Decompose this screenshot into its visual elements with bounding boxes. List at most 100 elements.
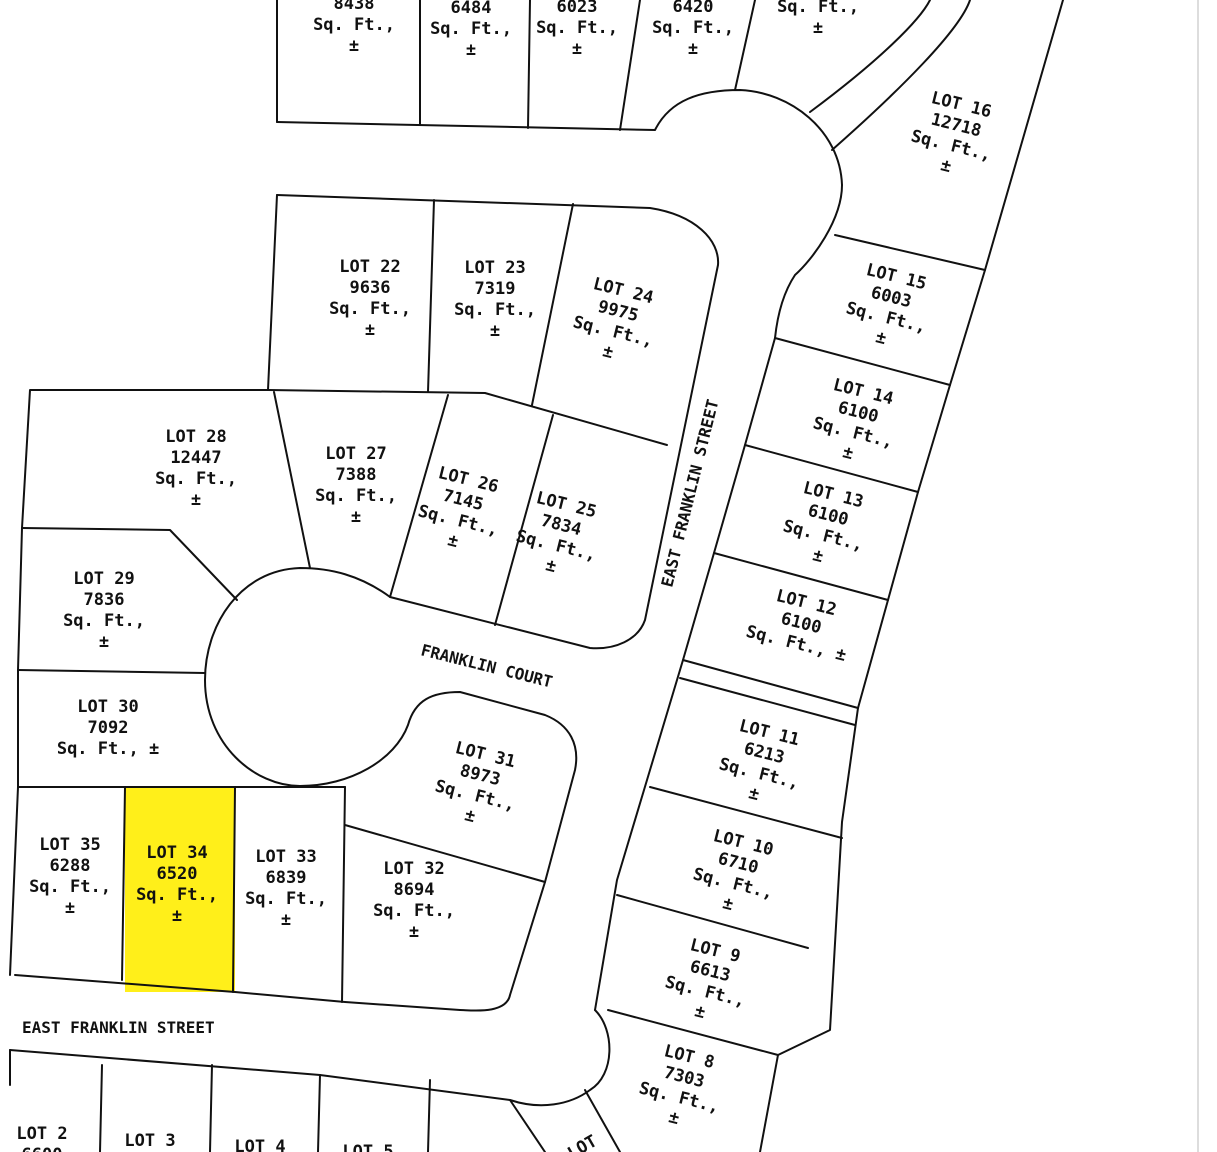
lot-23-label-line: LOT 23 bbox=[464, 258, 525, 278]
lot-32-label-line: LOT 32 bbox=[383, 859, 444, 879]
lot-top-c-label-line: Sq. Ft., bbox=[536, 18, 618, 38]
lot-top-a-label-line: 8438 bbox=[334, 0, 375, 14]
lot-22-label-line: ± bbox=[365, 320, 375, 340]
lot-27-label-line: Sq. Ft., bbox=[315, 486, 397, 506]
lot-22-label-line: 9636 bbox=[350, 278, 391, 298]
lot-4-label-line: LOT 4 bbox=[234, 1137, 285, 1152]
lot-33-label-line: 6839 bbox=[266, 868, 307, 888]
lot-29-label-line: LOT 29 bbox=[73, 569, 134, 589]
lot-27-label-line: 7388 bbox=[336, 465, 377, 485]
lot-34-label-line: Sq. Ft., bbox=[136, 885, 218, 905]
lot-8-label: LOT 87303Sq. Ft.,± bbox=[632, 1038, 732, 1138]
lot-35-label-line: 6288 bbox=[50, 856, 91, 876]
lot-9-label: LOT 96613Sq. Ft.,± bbox=[658, 932, 758, 1032]
lot-16-label-line: ± bbox=[939, 155, 954, 177]
lot-top-b-label-line: Sq. Ft., bbox=[430, 19, 512, 39]
lot-35-label-line: Sq. Ft., bbox=[29, 877, 111, 897]
lot-9-label-line: ± bbox=[693, 1001, 708, 1023]
lot-7-partial-label-line: LOT bbox=[564, 1131, 601, 1152]
lot-34-highlight bbox=[125, 787, 235, 992]
lot-lines bbox=[17, 0, 1199, 1152]
lot-top-c-label-line: 6023 bbox=[557, 0, 598, 17]
lot-32-label-line: ± bbox=[409, 922, 419, 942]
lot-29-label-line: 7836 bbox=[84, 590, 125, 610]
lot-15-label: LOT 156003Sq. Ft.,± bbox=[839, 258, 939, 358]
lot-27-label-line: ± bbox=[351, 507, 361, 527]
lot-35-label-line: LOT 35 bbox=[39, 835, 100, 855]
lot-8-label-line: ± bbox=[667, 1107, 682, 1129]
lot-top-a-label-line: Sq. Ft., bbox=[313, 15, 395, 35]
lot-25-label: LOT 257834Sq. Ft.,± bbox=[509, 486, 609, 586]
lot-11-label-line: ± bbox=[747, 783, 762, 805]
lot-28-label-line: 12447 bbox=[170, 448, 221, 468]
lot-25-label-line: ± bbox=[544, 555, 559, 577]
lot-34-label-line: ± bbox=[172, 906, 182, 926]
lot-34-label-line: 6520 bbox=[157, 864, 198, 884]
lot-34-label-line: LOT 34 bbox=[146, 843, 207, 863]
lot-top-d-label-line: Sq. Ft., bbox=[652, 18, 734, 38]
lot-24-label: LOT 249975Sq. Ft.,± bbox=[566, 272, 666, 372]
lot-32-label-line: 8694 bbox=[394, 880, 435, 900]
lot-33-label-line: ± bbox=[281, 910, 291, 930]
lot-13-label-line: ± bbox=[811, 545, 826, 567]
lot-top-b-label-line: 6484 bbox=[451, 0, 492, 18]
lot-16-label: LOT 1612718Sq. Ft.,± bbox=[904, 86, 1004, 186]
lot-14-label-line: ± bbox=[841, 442, 856, 464]
lot-22-label-line: Sq. Ft., bbox=[329, 299, 411, 319]
lot-22-label-line: LOT 22 bbox=[339, 257, 400, 277]
lot-28-label-line: Sq. Ft., bbox=[155, 469, 237, 489]
lot-26-label-line: ± bbox=[446, 530, 461, 552]
lot-top-e-label: Sq. Ft.,± bbox=[777, 0, 859, 38]
lot-top-e-label-line: Sq. Ft., bbox=[777, 0, 859, 17]
lot-14-label: LOT 146100Sq. Ft.,± bbox=[806, 373, 906, 473]
lot-2-label-line: 6600 bbox=[22, 1145, 63, 1152]
lot-10-label-line: ± bbox=[721, 893, 736, 915]
lot-23-label-line: Sq. Ft., bbox=[454, 300, 536, 320]
lot-3-label-line: LOT 3 bbox=[124, 1131, 175, 1151]
lot-10-label: LOT 106710Sq. Ft.,± bbox=[686, 824, 786, 924]
lot-29-label-line: Sq. Ft., bbox=[63, 611, 145, 631]
lot-30-label-line: 7092 bbox=[88, 718, 129, 738]
lot-top-e-label-line: ± bbox=[813, 18, 823, 38]
lot-top-b-label-line: ± bbox=[466, 40, 476, 60]
lot-top-d-label-line: 6420 bbox=[673, 0, 714, 17]
lot-32-label-line: Sq. Ft., bbox=[373, 901, 455, 921]
lot-top-c-label-line: ± bbox=[572, 39, 582, 59]
lot-top-a-label-line: ± bbox=[349, 36, 359, 56]
lot-28-label-line: LOT 28 bbox=[165, 427, 226, 447]
lot-30-label-line: LOT 30 bbox=[77, 697, 138, 717]
lot-5-label: LOT 5 bbox=[342, 1142, 393, 1152]
lot-2-label: LOT 26600 bbox=[16, 1124, 67, 1152]
lot-top-d-label-line: ± bbox=[688, 39, 698, 59]
lot-3-label: LOT 3 bbox=[124, 1131, 175, 1151]
lot-11-label: LOT 116213Sq. Ft.,± bbox=[712, 714, 812, 814]
lot-27-label-line: LOT 27 bbox=[325, 444, 386, 464]
street-label-franklin-court: FRANKLIN COURT bbox=[419, 640, 554, 691]
lot-23-label-line: 7319 bbox=[475, 279, 516, 299]
lot-30-label-line: Sq. Ft., ± bbox=[57, 739, 159, 759]
lot-29-label-line: ± bbox=[99, 632, 109, 652]
lot-5-label-line: LOT 5 bbox=[342, 1142, 393, 1152]
lot-13-label: LOT 136100Sq. Ft.,± bbox=[776, 476, 876, 576]
lot-12-label: LOT 126100Sq. Ft., ± bbox=[744, 581, 858, 666]
street-label-east-franklin-bottom: EAST FRANKLIN STREET bbox=[22, 1018, 215, 1037]
lot-2-label-line: LOT 2 bbox=[16, 1124, 67, 1144]
lot-4-label: LOT 4 bbox=[234, 1137, 285, 1152]
lot-31-label: LOT 318973Sq. Ft.,± bbox=[428, 736, 528, 836]
lot-33-label-line: LOT 33 bbox=[255, 847, 316, 867]
lot-7-partial-label: LOT bbox=[564, 1131, 601, 1152]
